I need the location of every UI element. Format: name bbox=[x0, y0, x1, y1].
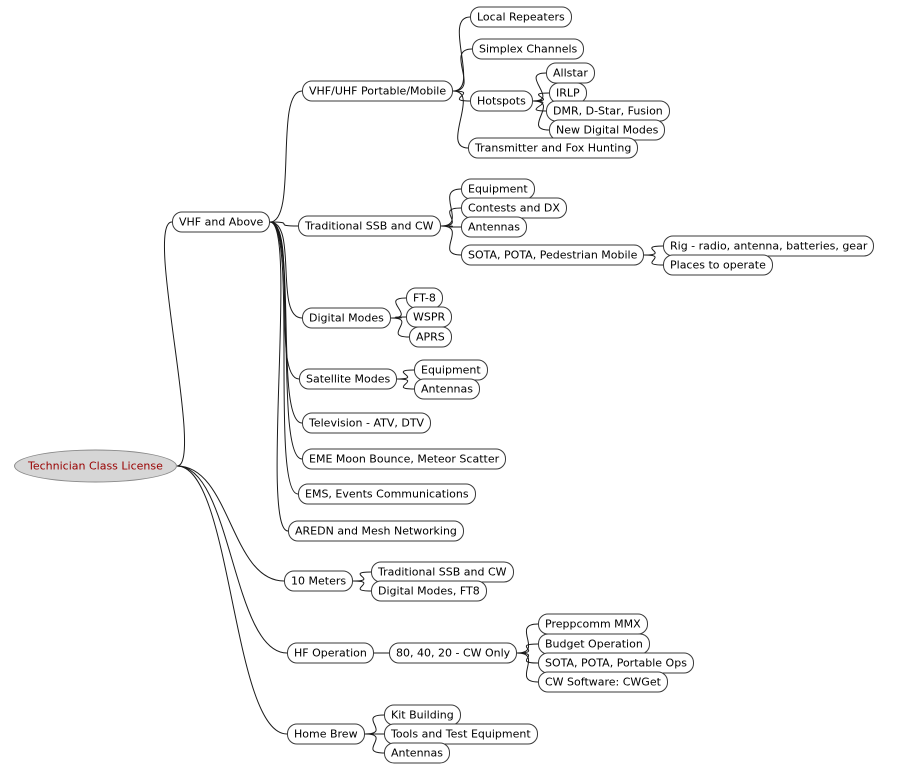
node-local-repeaters[interactable]: Local Repeaters bbox=[470, 6, 572, 28]
edge-vhf-digital bbox=[269, 221, 303, 319]
edge-homebrew-antennas-hb bbox=[364, 733, 385, 754]
node-cw-only[interactable]: 80, 40, 20 - CW Only bbox=[389, 642, 518, 664]
node-tv[interactable]: Television - ATV, DTV bbox=[302, 412, 432, 434]
node-places[interactable]: Places to operate bbox=[663, 254, 773, 276]
node-ft8[interactable]: FT-8 bbox=[406, 287, 443, 309]
edge-ten-meters-ssb-10m bbox=[352, 571, 372, 582]
node-wspr[interactable]: WSPR bbox=[406, 306, 453, 328]
node-foxhunt[interactable]: Transmitter and Fox Hunting bbox=[468, 137, 639, 159]
node-allstar[interactable]: Allstar bbox=[546, 62, 595, 84]
edge-vhf-portable bbox=[269, 90, 303, 223]
node-ems[interactable]: EMS, Events Communications bbox=[298, 483, 476, 505]
node-contests[interactable]: Contests and DX bbox=[461, 197, 567, 219]
node-rig[interactable]: Rig - radio, antenna, batteries, gear bbox=[663, 235, 875, 257]
edge-root-vhf bbox=[164, 221, 185, 467]
edge-digital-ft8 bbox=[390, 297, 407, 319]
node-tools[interactable]: Tools and Test Equipment bbox=[384, 723, 538, 745]
node-portable[interactable]: VHF/UHF Portable/Mobile bbox=[302, 80, 454, 102]
node-aprs[interactable]: APRS bbox=[409, 326, 452, 348]
node-irlp[interactable]: IRLP bbox=[549, 82, 587, 104]
edge-portable-foxhunt bbox=[452, 90, 469, 149]
edge-vhf-aredn bbox=[269, 221, 289, 532]
node-digital-10m[interactable]: Digital Modes, FT8 bbox=[371, 580, 487, 602]
edge-root-ten-meters bbox=[176, 465, 285, 582]
edge-hotspots-allstar bbox=[532, 72, 547, 102]
node-ten-meters[interactable]: 10 Meters bbox=[284, 570, 354, 592]
edge-satellite-equipment-sat bbox=[396, 369, 415, 380]
node-homebrew[interactable]: Home Brew bbox=[287, 723, 365, 745]
node-ssb-10m[interactable]: Traditional SSB and CW bbox=[371, 561, 514, 583]
node-preppcomm[interactable]: Preppcomm MMX bbox=[538, 613, 648, 635]
node-vhf[interactable]: VHF and Above bbox=[172, 211, 271, 233]
node-equipment-sat[interactable]: Equipment bbox=[414, 359, 488, 381]
node-root[interactable]: Technician Class License bbox=[14, 449, 177, 483]
edge-sota-pota-rig bbox=[643, 245, 664, 256]
edge-portable-local-repeaters bbox=[452, 16, 471, 92]
node-dmr[interactable]: DMR, D-Star, Fusion bbox=[546, 100, 670, 122]
edge-cw-only-sota-portable bbox=[516, 652, 539, 664]
edge-ssb-cw-antennas-ssb bbox=[440, 225, 462, 228]
node-ssb-cw[interactable]: Traditional SSB and CW bbox=[298, 215, 441, 237]
edge-ten-meters-digital-10m bbox=[352, 580, 372, 592]
edge-cw-only-preppcomm bbox=[516, 623, 539, 654]
edge-portable-hotspots bbox=[452, 90, 471, 102]
node-aredn[interactable]: AREDN and Mesh Networking bbox=[288, 520, 464, 542]
edge-root-homebrew bbox=[176, 465, 288, 735]
node-cwget[interactable]: CW Software: CWGet bbox=[538, 671, 668, 693]
edge-cw-only-budget bbox=[516, 643, 539, 654]
node-hf[interactable]: HF Operation bbox=[287, 642, 374, 664]
node-sota-pota[interactable]: SOTA, POTA, Pedestrian Mobile bbox=[461, 244, 645, 266]
node-antennas-sat[interactable]: Antennas bbox=[414, 378, 480, 400]
edge-ssb-cw-sota-pota bbox=[440, 225, 462, 256]
node-digital[interactable]: Digital Modes bbox=[302, 307, 391, 329]
node-antennas-hb[interactable]: Antennas bbox=[384, 742, 450, 764]
node-equipment-ssb[interactable]: Equipment bbox=[461, 178, 535, 200]
edge-vhf-ssb-cw bbox=[269, 221, 299, 227]
node-kit[interactable]: Kit Building bbox=[384, 704, 461, 726]
node-antennas-ssb[interactable]: Antennas bbox=[461, 216, 527, 238]
edge-cw-only-cwget bbox=[516, 652, 539, 683]
edge-ssb-cw-contests bbox=[440, 207, 462, 227]
edge-hotspots-irlp bbox=[532, 92, 550, 102]
edge-satellite-antennas-sat bbox=[396, 378, 415, 390]
node-hotspots[interactable]: Hotspots bbox=[470, 90, 533, 112]
edge-hotspots-dmr bbox=[532, 100, 547, 112]
node-budget[interactable]: Budget Operation bbox=[538, 633, 650, 655]
node-simplex[interactable]: Simplex Channels bbox=[472, 38, 585, 60]
node-satellite[interactable]: Satellite Modes bbox=[299, 368, 398, 390]
edge-sota-pota-places bbox=[643, 254, 664, 266]
edge-vhf-satellite bbox=[269, 221, 300, 380]
node-eme[interactable]: EME Moon Bounce, Meteor Scatter bbox=[302, 448, 507, 470]
edge-homebrew-kit bbox=[364, 714, 385, 735]
edge-vhf-ems bbox=[269, 221, 299, 495]
edge-digital-wspr bbox=[390, 316, 407, 319]
edge-ssb-cw-equipment-ssb bbox=[440, 188, 462, 227]
node-sota-portable[interactable]: SOTA, POTA, Portable Ops bbox=[538, 652, 694, 674]
edge-vhf-tv bbox=[269, 221, 303, 424]
edge-portable-simplex bbox=[452, 48, 473, 92]
edge-vhf-eme bbox=[269, 221, 303, 460]
edge-root-hf bbox=[176, 465, 288, 654]
